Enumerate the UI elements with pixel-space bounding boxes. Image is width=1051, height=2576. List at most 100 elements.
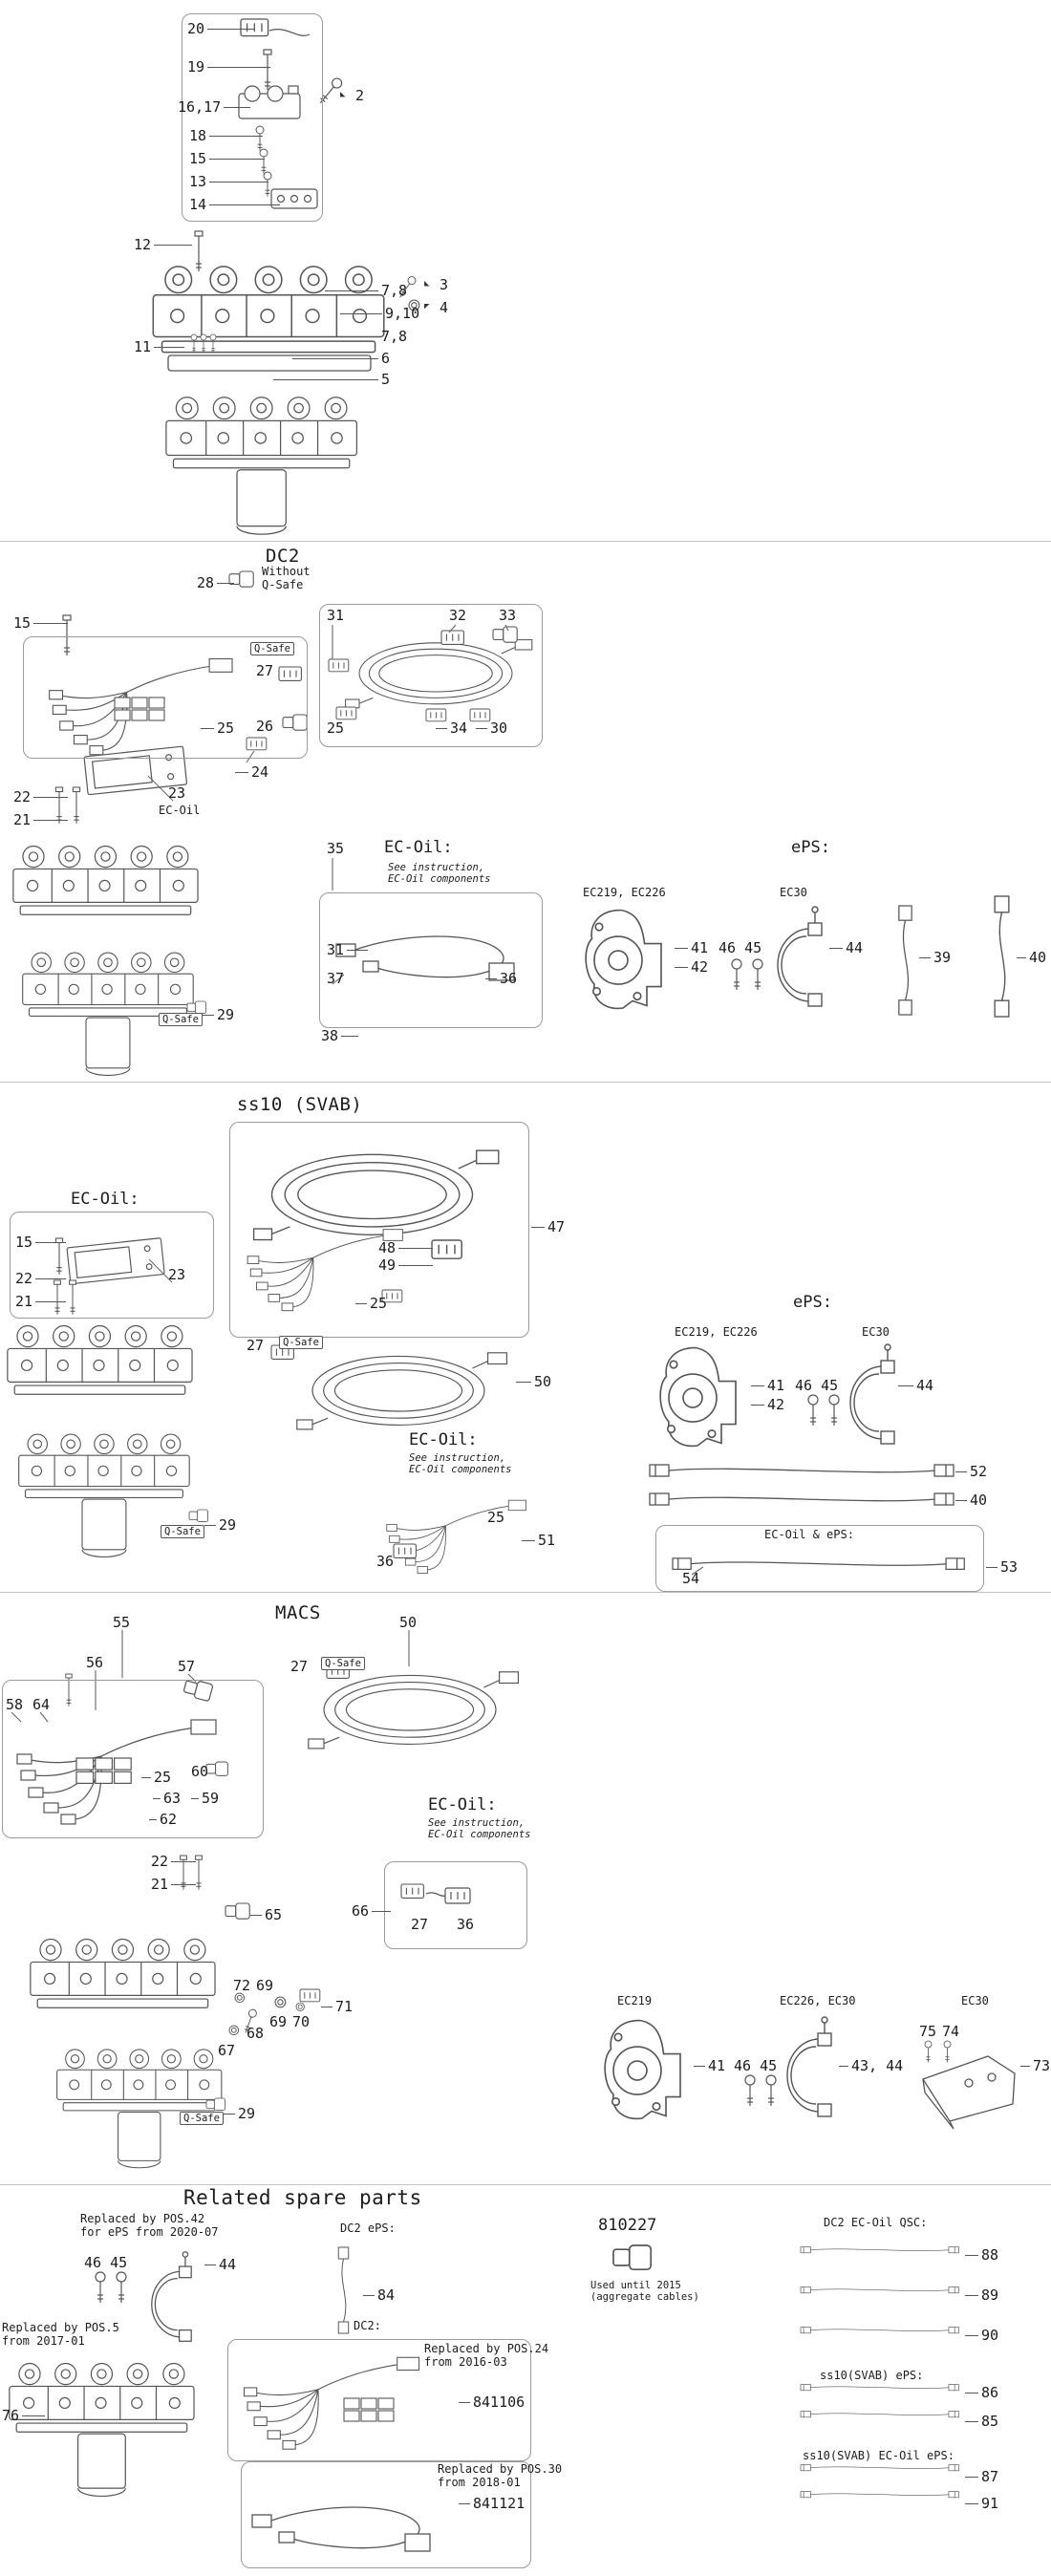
ecoil-heading: EC-Oil: <box>71 1190 139 1210</box>
replacement-note-pos30: Replaced by POS.30 from 2018-01 <box>438 2462 562 2490</box>
label-text: Q-Safe <box>159 1013 203 1027</box>
leader-line <box>154 245 193 247</box>
part-25-label: 25 <box>141 1769 171 1786</box>
part-36-label: 36 <box>485 970 517 987</box>
leader-line <box>250 1915 262 1917</box>
label-text: ss10 (SVAB) <box>237 1094 363 1115</box>
leader-line <box>33 820 69 822</box>
part-76-label: 76 <box>2 2407 46 2424</box>
part-75-label: 75 <box>919 2023 936 2040</box>
label-text: DC2 ePS: <box>340 2222 396 2235</box>
label-text: See instruction, EC-Oil components <box>428 1817 531 1841</box>
leader-line <box>204 1525 216 1527</box>
part-23-label: 23 <box>168 1266 186 1283</box>
label-text: 46 45 <box>734 2057 778 2074</box>
label-text: 7,8 <box>381 328 408 345</box>
label-text: 66 <box>352 1902 370 1920</box>
ec219-ec226-heading: EC219, EC226 <box>675 1325 758 1340</box>
leader-line <box>149 1819 157 1821</box>
leader-lines <box>11 624 704 1723</box>
leader-line <box>35 1278 67 1280</box>
label-text: 23 <box>168 1266 186 1283</box>
label-text: DC2 <box>266 546 300 567</box>
part-841121-label: 841121 <box>459 2495 525 2512</box>
leader-line <box>522 1540 535 1542</box>
macs-ecoil-box <box>384 1861 527 1949</box>
label-text: EC219, EC226 <box>675 1325 758 1339</box>
label-text: 70 <box>292 2013 311 2030</box>
part-58-label: 58 <box>6 1696 23 1713</box>
label-text: 52 <box>970 1463 988 1480</box>
part-64-label: 64 <box>32 1696 50 1713</box>
leader-line <box>986 1567 997 1569</box>
label-text: 15 <box>15 1234 33 1251</box>
label-text: 27 <box>247 1337 265 1354</box>
label-text: EC30 <box>780 886 807 899</box>
leader-line <box>675 948 688 950</box>
leader-line <box>340 313 382 315</box>
leader-line <box>531 1227 545 1229</box>
part-42-label: 42 <box>751 1396 784 1413</box>
label-text: 841106 <box>473 2394 526 2411</box>
label-text: Used until 2015 (aggregate cables) <box>590 2280 699 2304</box>
label-text: 20 <box>187 20 205 37</box>
label-text: 22 <box>15 1270 33 1287</box>
label-text: 12 <box>134 236 152 253</box>
label-text: ePS: <box>793 1293 832 1312</box>
part-12-label: 12 <box>134 236 193 253</box>
instruction-note: See instruction, EC-Oil components <box>428 1817 530 1840</box>
part-21-label: 21 <box>15 1293 67 1310</box>
part-14-label: 14 <box>189 196 281 213</box>
label-text: 41 <box>691 939 709 956</box>
label-text: EC-Oil: <box>428 1795 497 1814</box>
label-text: 90 <box>981 2327 999 2344</box>
label-text: 62 <box>160 1811 178 1828</box>
ec30-heading: EC30 <box>961 1994 989 2008</box>
section-divider <box>0 1082 1051 1083</box>
wire-drawing <box>425 1892 446 1897</box>
part-21-label: 21 <box>13 811 69 828</box>
part-70-label: 70 <box>292 2013 311 2030</box>
label-text: 55 <box>113 1614 131 1631</box>
leader-line <box>459 2402 470 2404</box>
part-63-label: 63 <box>153 1790 181 1807</box>
leader-line <box>209 136 264 138</box>
label-text: EC-Oil: <box>409 1430 478 1449</box>
leader-line <box>955 1471 967 1473</box>
label-text: 13 <box>189 173 207 190</box>
leader-line <box>485 978 497 980</box>
label-text: 48 <box>378 1239 397 1256</box>
leader-line <box>751 1405 764 1406</box>
arrow-icon: ◣ <box>340 90 345 99</box>
label-text: 44 <box>219 2256 237 2273</box>
label-text: 2 <box>355 87 365 104</box>
label-text: 46 45 <box>795 1377 839 1394</box>
part-23-label: 23 <box>168 784 185 802</box>
label-text: Q-Safe <box>279 1336 323 1350</box>
label-text: 57 <box>178 1658 196 1675</box>
part-22-label: 22 <box>15 1270 67 1287</box>
leader-line <box>33 797 69 799</box>
part-40-label: 40 <box>1017 949 1046 966</box>
dc2-heading: DC2: <box>354 2319 381 2333</box>
part-6-label: 6 <box>292 350 390 367</box>
part-25-label: 25 <box>327 719 344 737</box>
label-text: 27 <box>290 1658 309 1675</box>
ss10-ecoil-eps-heading: ss10(SVAB) EC-Oil ePS: <box>803 2449 954 2463</box>
leader-line <box>273 379 378 381</box>
part-5-label: 5 <box>273 371 390 388</box>
part-46-45-label: 46 45 <box>795 1377 839 1394</box>
eps-heading: ePS: <box>793 1293 832 1313</box>
leader-line <box>398 1265 434 1267</box>
label-text: 60 <box>191 1763 209 1780</box>
label-text: 16,17 <box>178 98 222 116</box>
leader-line <box>209 159 266 161</box>
part-3-label: 3 <box>440 276 448 293</box>
label-text: 43, 44 <box>851 2057 904 2074</box>
label-text: 14 <box>189 196 207 213</box>
ss10-cable-box <box>229 1122 529 1338</box>
section-title-dc2: DC2 <box>266 546 300 568</box>
ecoil-heading: EC-Oil: <box>409 1430 478 1450</box>
part-44-label: 44 <box>829 939 863 956</box>
